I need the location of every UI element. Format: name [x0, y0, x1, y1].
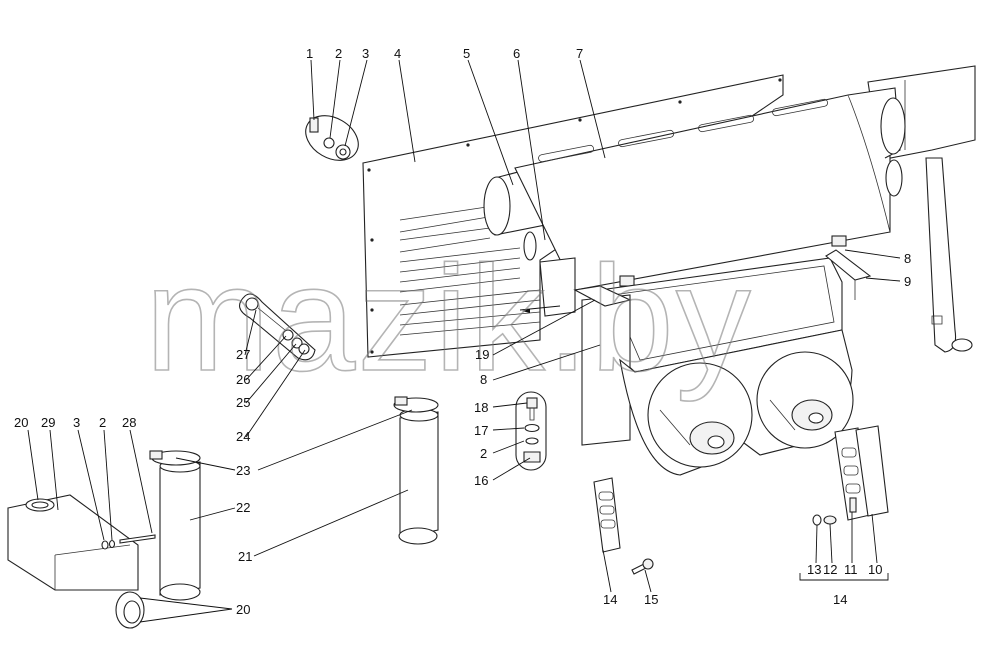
- filter-panel-center: [593, 477, 621, 553]
- lower-air-duct: [7, 494, 145, 629]
- callout: 23: [236, 463, 250, 478]
- callout: 16: [474, 473, 488, 488]
- duct-outlets: [847, 87, 906, 197]
- mounting-bracket: [519, 257, 632, 317]
- flexible-hose-right: [393, 396, 439, 545]
- callout: 10: [868, 562, 882, 577]
- callout: 17: [474, 423, 488, 438]
- callout: 29: [41, 415, 55, 430]
- callout: 6: [513, 46, 520, 61]
- callout: 1: [306, 46, 313, 61]
- fastener-group-center: [515, 391, 547, 471]
- fastener-group-left: [239, 293, 316, 361]
- callout: 3: [362, 46, 369, 61]
- callout: 5: [463, 46, 470, 61]
- callout: 11: [844, 562, 858, 577]
- fastener-group-top: [305, 115, 359, 161]
- callout: 3: [73, 415, 80, 430]
- heater-housing: [581, 257, 854, 476]
- callout: 24: [236, 429, 250, 444]
- callout-labels: 1 2 3 4 5 6 7 8 9 19 8 27 26 25 24 18 17…: [14, 46, 911, 617]
- callout: 8: [904, 251, 911, 266]
- small-fasteners-left: [101, 534, 156, 550]
- callout: 25: [236, 395, 250, 410]
- callout: 8: [480, 372, 487, 387]
- callout: 9: [904, 274, 911, 289]
- callout: 12: [823, 562, 837, 577]
- callout: 13: [807, 562, 821, 577]
- callout: 28: [122, 415, 136, 430]
- callout: 14: [603, 592, 617, 607]
- callout: 27: [236, 347, 250, 362]
- callout: 4: [394, 46, 401, 61]
- callout: 18: [474, 400, 488, 415]
- callout: 14: [833, 592, 847, 607]
- leader-lines: [27, 59, 901, 623]
- callout: 20: [14, 415, 28, 430]
- callout: 22: [236, 500, 250, 515]
- callout: 21: [238, 549, 252, 564]
- callout: 7: [576, 46, 583, 61]
- callout: 19: [475, 347, 489, 362]
- flexible-hose-left: [149, 450, 201, 601]
- screw: [631, 558, 654, 575]
- watermark-text: mazik.by: [145, 234, 753, 402]
- callout: 2: [335, 46, 342, 61]
- callout: 26: [236, 372, 250, 387]
- callout: 15: [644, 592, 658, 607]
- filter-panel-right: [812, 425, 889, 526]
- right-bracket: [825, 249, 872, 300]
- callout: 20: [236, 602, 250, 617]
- callout: 2: [99, 415, 106, 430]
- callout: 2: [480, 446, 487, 461]
